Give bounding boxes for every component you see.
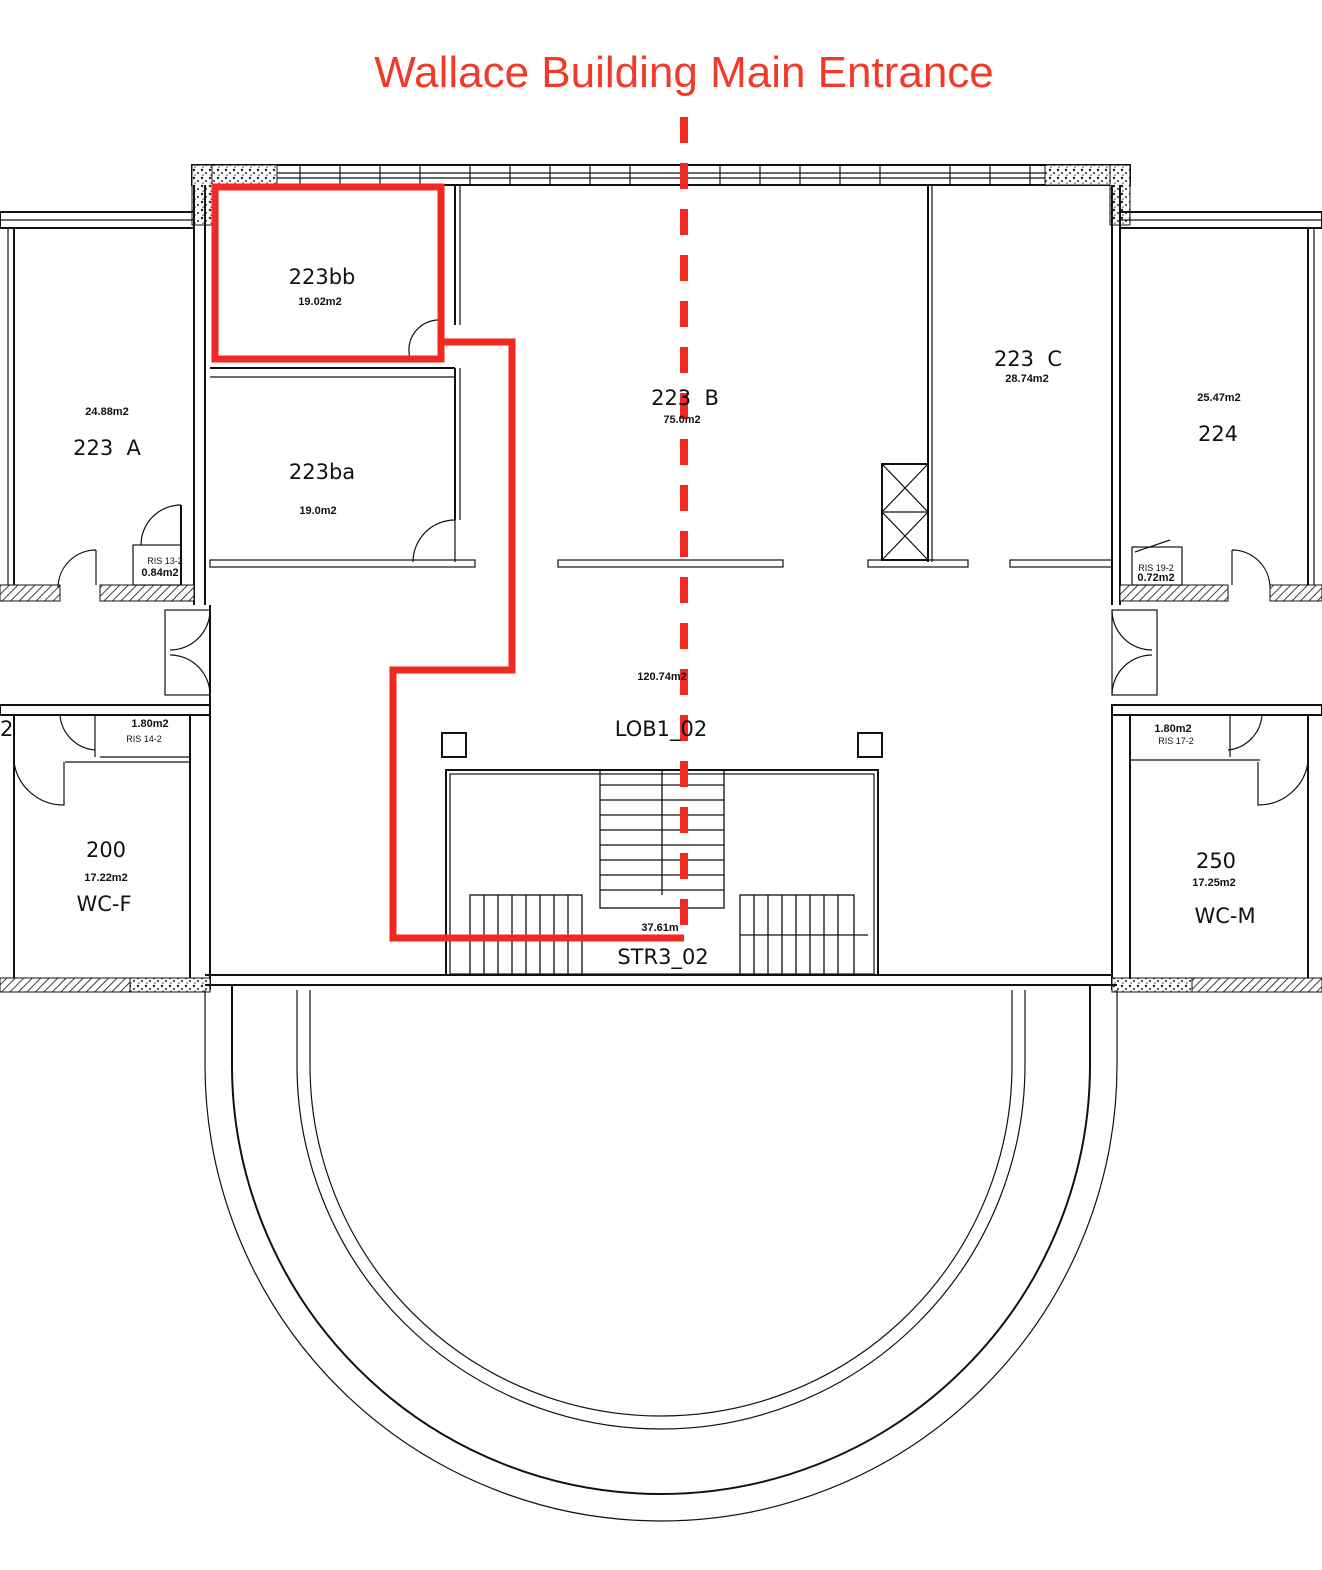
- room-ris-17-2: 1.80m2 RIS 17-2: [1154, 723, 1193, 746]
- room-223bb-name: 223bb: [289, 265, 356, 289]
- room-223b-area: 75.0m2: [663, 414, 700, 426]
- room-223c-area: 28.74m2: [1005, 373, 1048, 385]
- route-path: [389, 338, 684, 942]
- room-ris-17-2-name: RIS 17-2: [1158, 736, 1194, 746]
- room-lobby: 120.74m2 LOB1_02: [615, 671, 707, 742]
- column-west: [441, 732, 467, 758]
- column-east: [857, 732, 883, 758]
- entrance-annotation-title: Wallace Building Main Entrance: [374, 48, 994, 97]
- room-lobby-area: 120.74m2: [637, 671, 687, 683]
- room-223c-name: 223 C: [994, 347, 1062, 371]
- room-ris-14-2-area: 1.80m2: [131, 718, 168, 730]
- room-223a-area: 24.88m2: [85, 406, 128, 418]
- room-223ba: 223ba 19.0m2: [289, 460, 355, 517]
- west-wing: [0, 211, 195, 602]
- room-200-name: 200: [86, 838, 126, 862]
- room-223ba-area: 19.0m2: [299, 505, 336, 517]
- room-200-use: WC-F: [76, 892, 131, 916]
- room-lobby-name: LOB1_02: [615, 717, 707, 742]
- room-ris-19-2-area: 0.72m2: [1137, 572, 1174, 584]
- east-wing: [1119, 211, 1322, 602]
- east-corridor-doors: [1111, 609, 1158, 696]
- room-stair-area: 37.61m: [641, 922, 679, 934]
- room-ris-13-2-area: 0.84m2: [141, 567, 178, 579]
- room-stair: 37.61m STR3_02: [617, 922, 708, 970]
- west-lower-rooms: [0, 704, 211, 993]
- west-corridor-doors: [164, 609, 211, 696]
- room-224-name: 224: [1198, 422, 1238, 446]
- room-ris-13-2: RIS 13-2 0.84m2: [141, 556, 182, 579]
- room-ris-19-2: RIS 19-2 0.72m2: [1137, 563, 1174, 584]
- room-250: 250 17.25m2 WC-M: [1192, 849, 1255, 928]
- entrance-portico: [204, 984, 1118, 1522]
- room-223b: 223 B 75.0m2: [651, 386, 719, 426]
- room-223ba-name: 223ba: [289, 460, 355, 484]
- room-200: 200 17.22m2 WC-F: [76, 838, 131, 916]
- room-223bb: 223bb 19.02m2: [289, 265, 356, 308]
- room-224-area: 25.47m2: [1197, 392, 1240, 404]
- room-ris-17-2-area: 1.80m2: [1154, 723, 1191, 735]
- edge-room-fragment: 2: [0, 717, 13, 741]
- room-250-area: 17.25m2: [1192, 877, 1235, 889]
- north-wall: [191, 164, 1131, 226]
- office-partitions: [209, 185, 476, 568]
- room-223c: 223 C 28.74m2: [994, 347, 1062, 385]
- room-250-use: WC-M: [1194, 904, 1255, 928]
- room-223a: 24.88m2 223 A: [73, 406, 141, 460]
- open-office-partitions: [557, 185, 1113, 568]
- room-224: 25.47m2 224: [1197, 392, 1240, 446]
- room-ris-19-2-name: RIS 19-2: [1138, 563, 1174, 573]
- east-lower-rooms: [1111, 704, 1322, 993]
- room-223bb-area: 19.02m2: [298, 296, 341, 308]
- room-250-name: 250: [1196, 849, 1236, 873]
- room-ris-13-2-name: RIS 13-2: [147, 556, 183, 566]
- room-200-area: 17.22m2: [84, 872, 127, 884]
- room-223b-name: 223 B: [651, 386, 719, 410]
- room-223a-name: 223 A: [73, 436, 141, 460]
- room-ris-14-2-name: RIS 14-2: [126, 734, 162, 744]
- window-mullions: [299, 165, 1031, 185]
- room-ris-14-2: 1.80m2 RIS 14-2: [126, 718, 168, 744]
- destination-highlight-223bb: [211, 183, 445, 363]
- room-stair-name: STR3_02: [617, 945, 708, 970]
